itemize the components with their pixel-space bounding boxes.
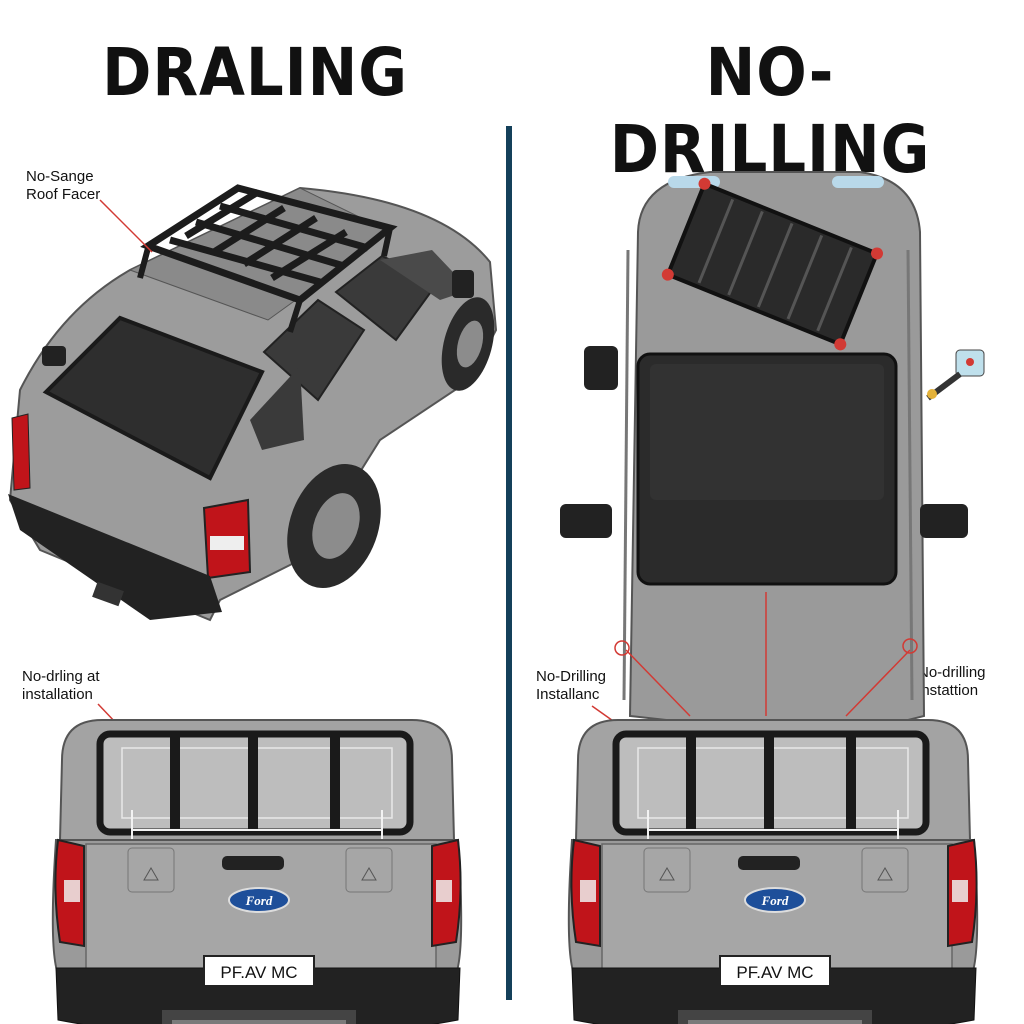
ford-badge-right: [744, 887, 806, 913]
title-drilling: DRALING: [102, 34, 408, 111]
license-plate-text-right: PF.AV MC: [736, 963, 813, 982]
label-roof-facer: No-Sange Roof Facer: [26, 168, 101, 203]
truck-rear-right: Ford PF.AV MC: [569, 720, 977, 1024]
license-plate-text-left: PF.AV MC: [220, 963, 297, 982]
callout-roof-facer: [99, 199, 153, 253]
roof-rack-right: [661, 177, 883, 351]
license-plate-left: [203, 955, 315, 987]
label-middle-installation: No-Drilling Installanc: [536, 668, 607, 703]
label-right-installation: No-drilling instattion: [918, 664, 986, 699]
ford-badge-text-left: Ford: [245, 893, 273, 908]
panel-divider: [506, 126, 512, 1000]
truck-isometric: [8, 184, 498, 622]
label-left-installation: No-drling at installation: [22, 668, 100, 703]
truck-rear-left: Ford PF.AV MC: [53, 720, 461, 1024]
ford-badge-text-right: Ford: [761, 893, 789, 908]
license-plate-right: [719, 955, 831, 987]
ford-badge-left: [228, 887, 290, 913]
truck-top-down: [560, 171, 985, 727]
mount-bracket: [926, 349, 985, 401]
